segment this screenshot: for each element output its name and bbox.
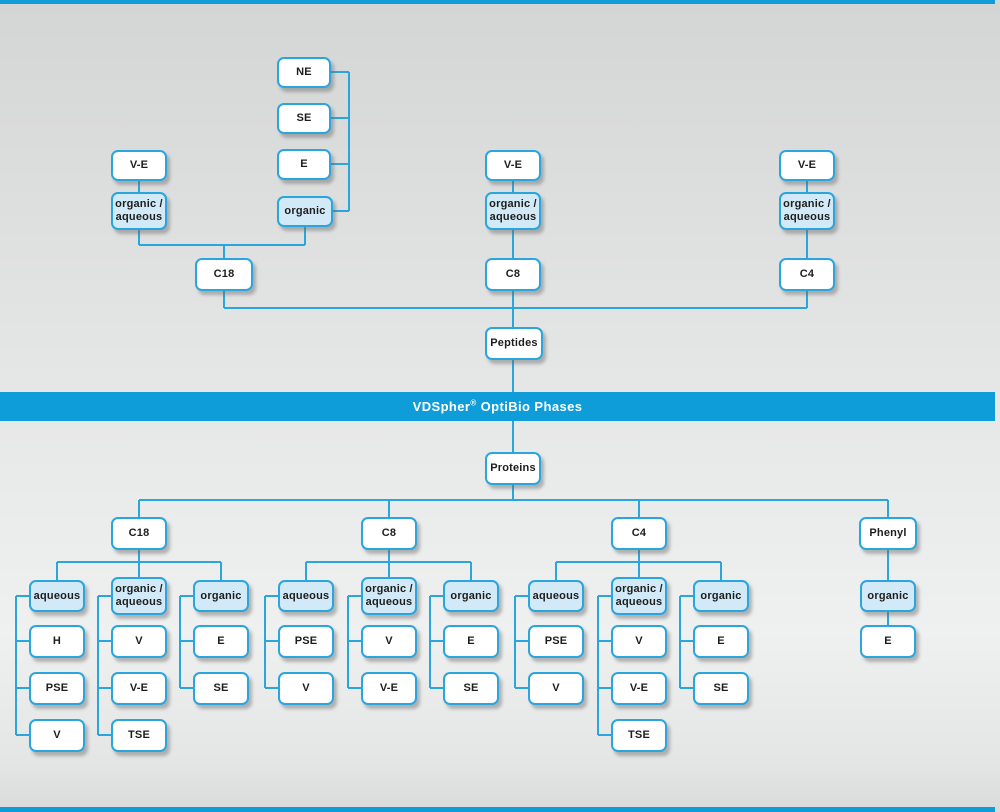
- node-ve-peptides-c8: V-E: [485, 150, 541, 181]
- node-ve-oa-proteins-c8: V-E: [361, 672, 417, 705]
- node-peptides: Peptides: [485, 327, 543, 360]
- node-tse-proteins-c4: TSE: [611, 719, 667, 752]
- top-edge-strip: [0, 0, 995, 4]
- node-orgaq-peptides-c8: organic / aqueous: [485, 192, 541, 230]
- banner-title: VDSpher®OptiBio Phases: [413, 399, 583, 414]
- banner-brand: VDSpher: [412, 399, 471, 414]
- node-organic-proteins-c8: organic: [443, 580, 499, 612]
- node-v-oa-proteins-c4: V: [611, 625, 667, 658]
- node-v-aq-proteins-c18: V: [29, 719, 85, 752]
- node-h-proteins-c18: H: [29, 625, 85, 658]
- node-c8-proteins: C8: [361, 517, 417, 550]
- node-ve-oa-proteins-c18: V-E: [111, 672, 167, 705]
- node-v-oa-proteins-c18: V: [111, 625, 167, 658]
- node-orgaq-proteins-c8: organic / aqueous: [361, 577, 417, 615]
- node-orgaq-peptides-c18: organic / aqueous: [111, 192, 167, 230]
- node-orgaq-proteins-c18: organic / aqueous: [111, 577, 167, 615]
- node-organic-peptides-c18: organic: [277, 196, 333, 227]
- node-e-or-proteins-c8: E: [443, 625, 499, 658]
- node-v-aq-proteins-c4: V: [528, 672, 584, 705]
- node-c8-peptides: C8: [485, 258, 541, 291]
- bottom-edge-strip: [0, 807, 995, 812]
- node-aqueous-proteins-c18: aqueous: [29, 580, 85, 612]
- node-ve-peptides-c18: V-E: [111, 150, 167, 181]
- node-c18-peptides: C18: [195, 258, 253, 291]
- node-se-or-proteins-c18: SE: [193, 672, 249, 705]
- node-tse-proteins-c18: TSE: [111, 719, 167, 752]
- node-ve-oa-proteins-c4: V-E: [611, 672, 667, 705]
- node-c18-proteins: C18: [111, 517, 167, 550]
- node-ne-peptides-c18: NE: [277, 57, 331, 88]
- banner: VDSpher®OptiBio Phases: [0, 392, 995, 421]
- node-c4-proteins: C4: [611, 517, 667, 550]
- banner-rest: OptiBio Phases: [480, 399, 583, 414]
- node-pse-proteins-c18: PSE: [29, 672, 85, 705]
- node-se-peptides-c18: SE: [277, 103, 331, 134]
- node-c4-peptides: C4: [779, 258, 835, 291]
- node-ve-peptides-c4: V-E: [779, 150, 835, 181]
- node-e-or-proteins-c4: E: [693, 625, 749, 658]
- node-organic-proteins-c18: organic: [193, 580, 249, 612]
- node-aqueous-proteins-c8: aqueous: [278, 580, 334, 612]
- node-aqueous-proteins-c4: aqueous: [528, 580, 584, 612]
- node-e-or-proteins-c18: E: [193, 625, 249, 658]
- node-e-peptides-c18: E: [277, 149, 331, 180]
- node-phenyl-proteins: Phenyl: [859, 517, 917, 550]
- node-v-aq-proteins-c8: V: [278, 672, 334, 705]
- node-organic-proteins-c4: organic: [693, 580, 749, 612]
- node-orgaq-proteins-c4: organic / aqueous: [611, 577, 667, 615]
- node-pse-proteins-c8: PSE: [278, 625, 334, 658]
- node-se-or-proteins-c8: SE: [443, 672, 499, 705]
- node-e-proteins-phenyl: E: [860, 625, 916, 658]
- registered-trademark-symbol: ®: [470, 398, 477, 408]
- node-orgaq-peptides-c4: organic / aqueous: [779, 192, 835, 230]
- node-se-or-proteins-c4: SE: [693, 672, 749, 705]
- node-organic-proteins-phenyl: organic: [860, 580, 916, 612]
- node-v-oa-proteins-c8: V: [361, 625, 417, 658]
- node-proteins: Proteins: [485, 452, 541, 485]
- node-pse-proteins-c4: PSE: [528, 625, 584, 658]
